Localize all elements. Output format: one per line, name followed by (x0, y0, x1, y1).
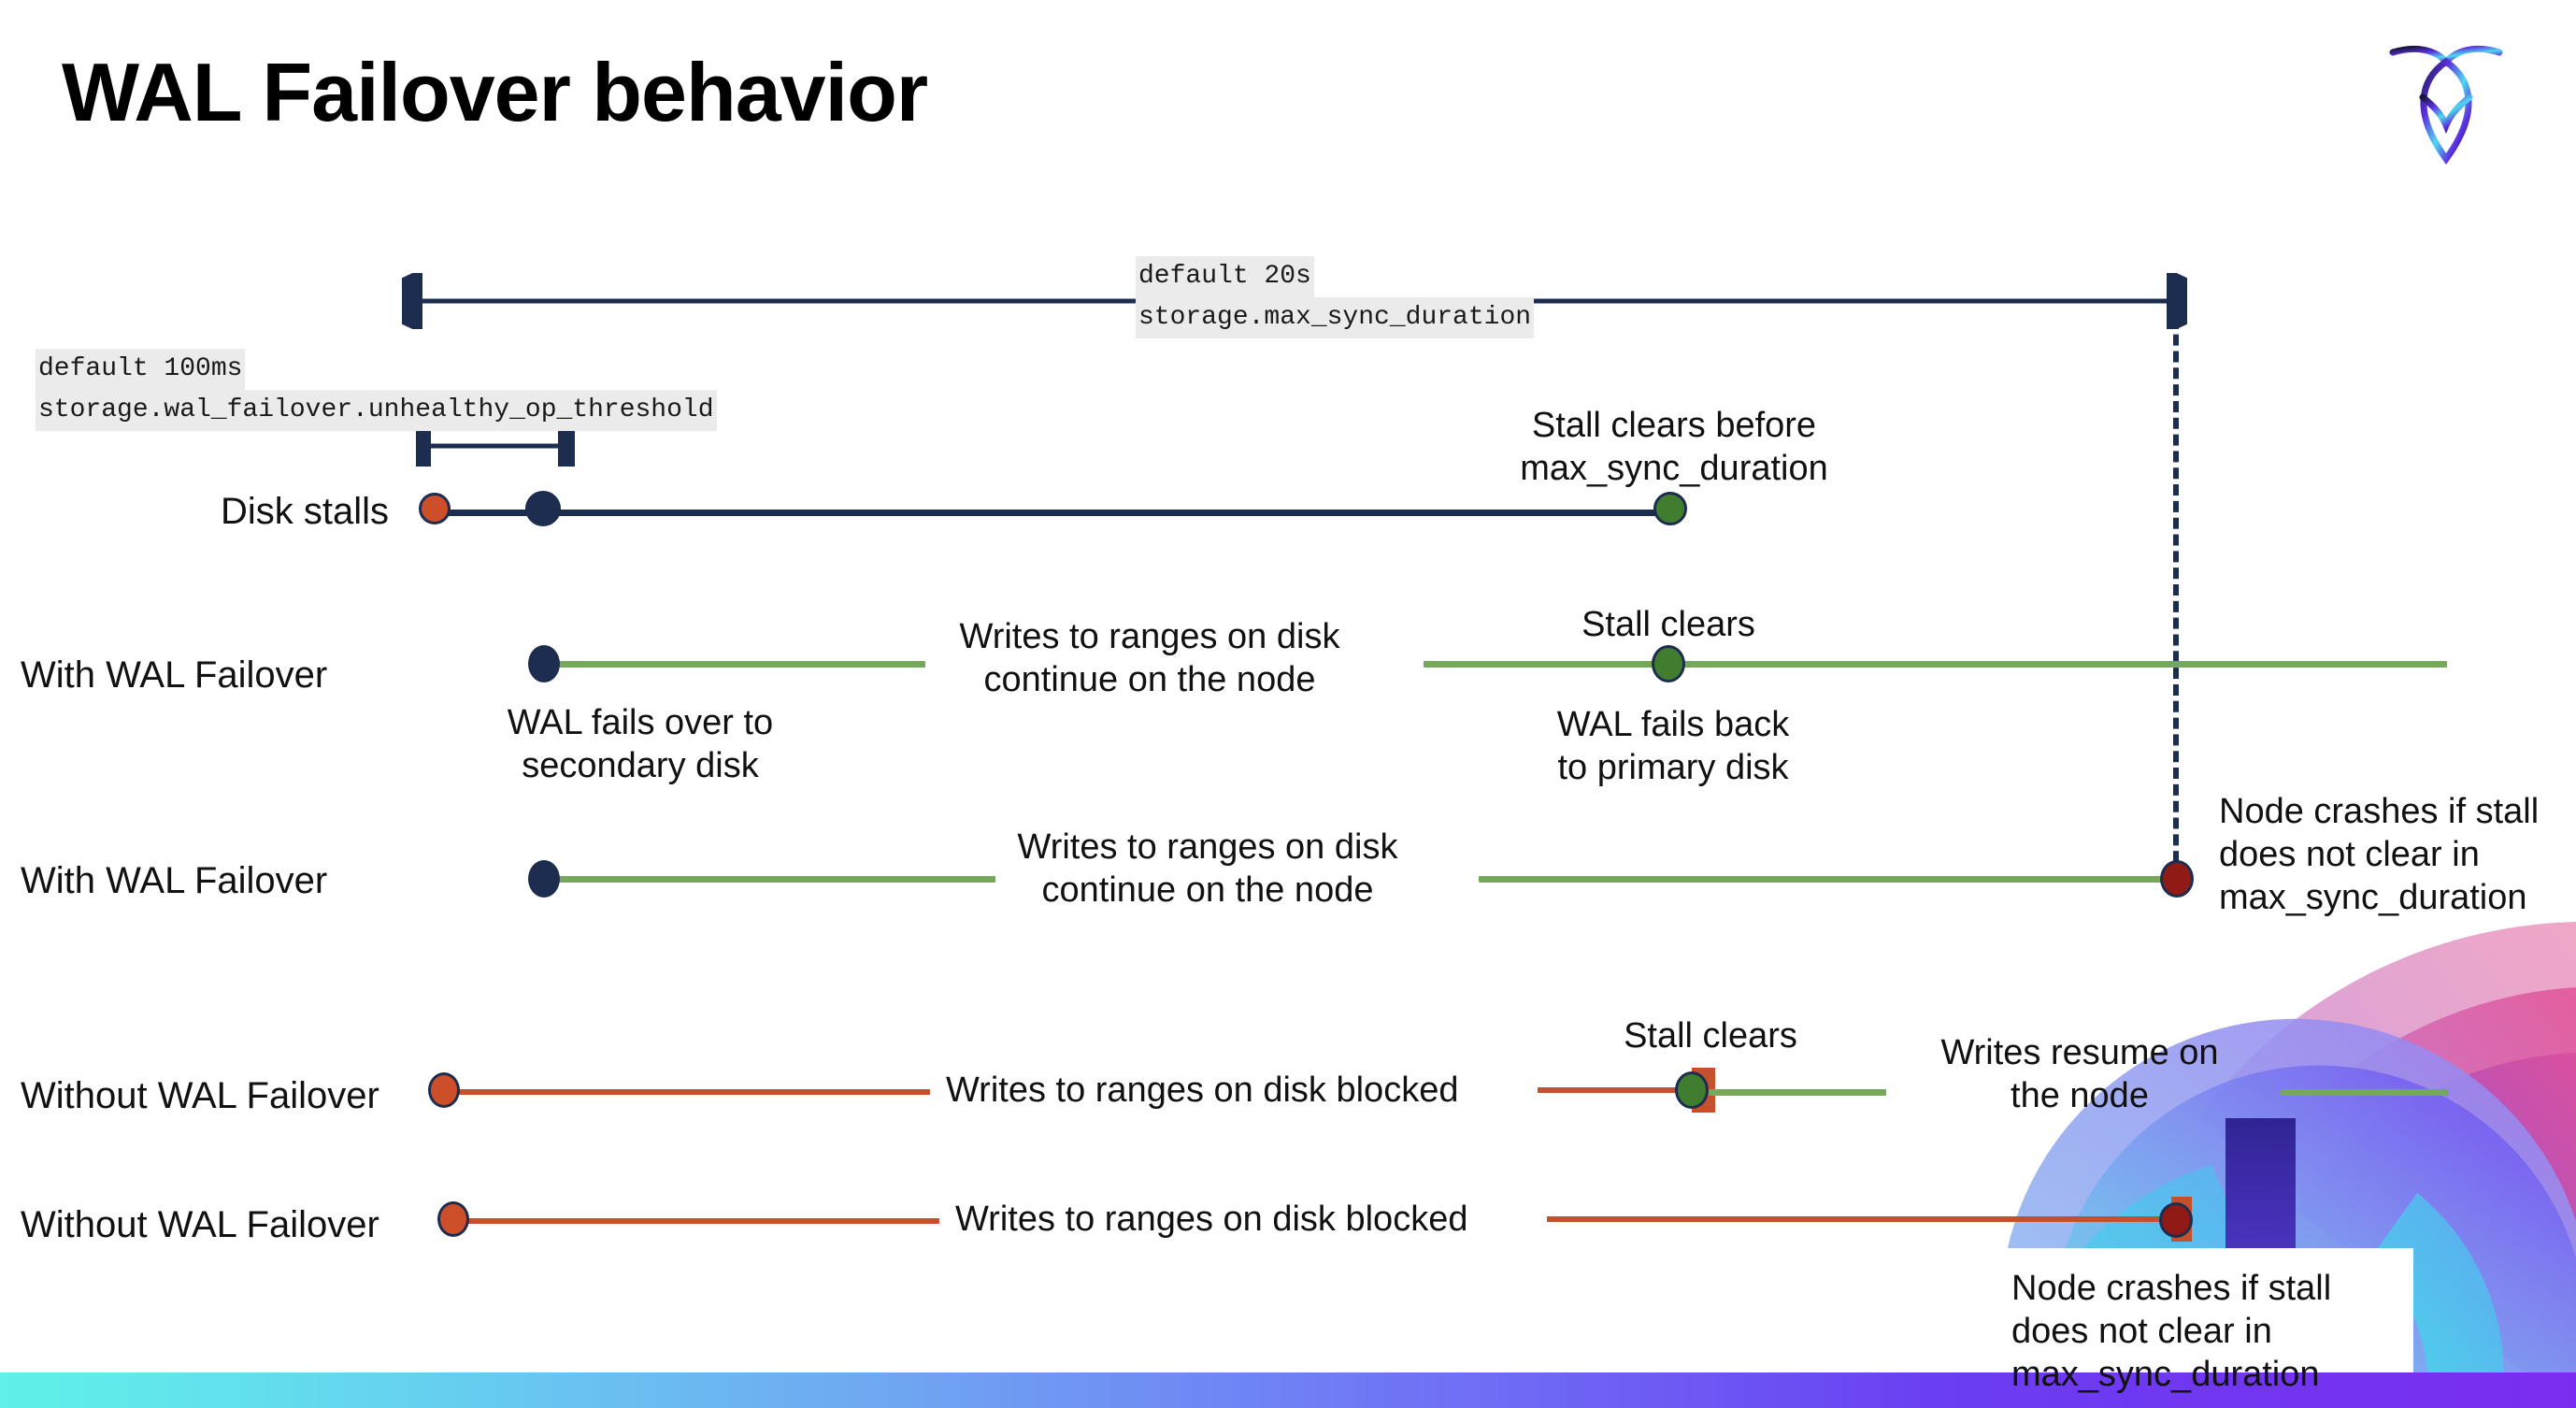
disk-stall-threshold-dot (525, 491, 561, 526)
note-line-1: WAL fails over to (507, 703, 774, 742)
without-wal-failover-2-start-dot (437, 1201, 469, 1237)
note-line-1: Writes to ranges on disk (959, 617, 1340, 656)
note-line-2: max_sync_duration (1520, 449, 1828, 488)
code-default-20s: default 20s (1136, 256, 1314, 297)
note-writes-blocked-1: Writes to ranges on disk blocked (946, 1070, 1459, 1110)
without-wal-failover-2-crash-dot (2159, 1202, 2193, 1238)
with-wal-failover-2-start-dot (528, 860, 560, 898)
with-wal-failover-2-line-right (1479, 876, 2178, 883)
disk-stall-start-dot (419, 493, 451, 524)
note-writes-blocked-2: Writes to ranges on disk blocked (955, 1200, 1468, 1239)
note-line-1: Stall clears before (1531, 406, 1817, 445)
with-wal-failover-2-line-left (547, 876, 995, 883)
page-title: WAL Failover behavior (62, 46, 928, 138)
note-wal-fails-over: WAL fails over to secondary disk (477, 701, 804, 787)
with-wal-failover-1-line-left (547, 661, 925, 668)
code-setting-max-sync-duration: storage.max_sync_duration (1136, 297, 1535, 338)
note-writes-continue-2: Writes to ranges on disk continue on the… (1002, 826, 1413, 912)
disk-stalls-timeline (439, 510, 1673, 516)
code-label-unhealthy-op-threshold: default 100ms storage.wal_failover.unhea… (36, 349, 717, 431)
code-label-max-sync-duration: default 20s storage.max_sync_duration (1136, 256, 1535, 338)
row-label-with-wal-failover-1: With WAL Failover (21, 654, 328, 696)
footer-gradient-bar (0, 1372, 2576, 1408)
note-line-3: max_sync_duration (2011, 1355, 2320, 1394)
note-line-1: Writes to ranges on disk (1017, 827, 1398, 867)
without-wal-failover-1-line-blocked-left (449, 1089, 930, 1095)
without-wal-failover-1-clear-dot (1675, 1071, 1709, 1109)
note-wal-fails-back: WAL fails back to primary disk (1533, 703, 1813, 789)
with-wal-failover-1-clear-dot (1652, 645, 1685, 682)
note-line-2: does not clear in (2011, 1312, 2272, 1351)
note-line-3: max_sync_duration (2219, 878, 2527, 917)
with-wal-failover-2-crash-dot (2160, 860, 2194, 898)
note-line-2: secondary disk (522, 746, 759, 785)
note-line-2: the node (2011, 1076, 2149, 1115)
row-label-without-wal-failover-1: Without WAL Failover (21, 1075, 379, 1116)
note-line-2: continue on the node (1041, 870, 1374, 910)
unhealthy-op-threshold-span-arrow (416, 425, 575, 467)
note-node-crashes-1: Node crashes if stall does not clear in … (2219, 790, 2576, 919)
cockroach-labs-logo-icon (2385, 28, 2507, 166)
max-sync-duration-dashed-connector (2173, 301, 2179, 879)
note-line-1: Node crashes if stall (2011, 1269, 2332, 1308)
without-wal-failover-2-blocked-arrow (1547, 1197, 2192, 1242)
note-writes-continue-1: Writes to ranges on disk continue on the… (944, 615, 1355, 701)
note-stall-clears-before-max-sync: Stall clears before max_sync_duration (1492, 404, 1856, 490)
code-setting-unhealthy-op-threshold: storage.wal_failover.unhealthy_op_thresh… (36, 390, 717, 431)
note-line-1: WAL fails back (1556, 705, 1790, 744)
note-line-1: Writes resume on (1940, 1033, 2219, 1072)
without-wal-failover-1-line-resume-right (2281, 1089, 2449, 1096)
without-wal-failover-2-line-blocked-left (458, 1218, 939, 1224)
disk-stall-clear-dot (1653, 492, 1687, 525)
note-stall-clears-1: Stall clears (1581, 605, 1755, 644)
note-line-2: does not clear in (2219, 835, 2480, 874)
with-wal-failover-1-start-dot (528, 645, 560, 682)
note-stall-clears-2: Stall clears (1624, 1016, 1797, 1056)
without-wal-failover-1-start-dot (428, 1072, 460, 1108)
note-line-2: to primary disk (1557, 748, 1789, 787)
without-wal-failover-1-blocked-arrow (1538, 1068, 1715, 1113)
note-line-2: continue on the node (983, 660, 1316, 699)
with-wal-failover-1-line-right (1424, 661, 2447, 668)
without-wal-failover-1-line-resume-mid (1709, 1089, 1886, 1096)
row-label-disk-stalls: Disk stalls (221, 491, 390, 532)
row-label-without-wal-failover-2: Without WAL Failover (21, 1204, 379, 1245)
note-node-crashes-2: Node crashes if stall does not clear in … (2011, 1267, 2404, 1396)
note-writes-resume: Writes resume on the node (1921, 1031, 2239, 1117)
note-line-1: Node crashes if stall (2219, 792, 2540, 831)
code-default-100ms: default 100ms (36, 349, 246, 390)
row-label-with-wal-failover-2: With WAL Failover (21, 860, 328, 901)
